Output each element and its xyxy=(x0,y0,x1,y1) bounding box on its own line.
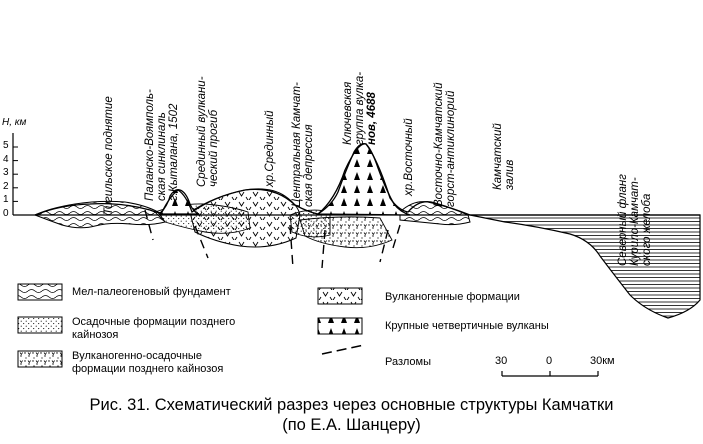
label-sredinny-trough: Срединный вулкани- ческий прогиб xyxy=(196,76,220,187)
figure-caption-line1: Рис. 31. Схематический разрез через осно… xyxy=(89,396,614,414)
axis-tick-label: 0 xyxy=(3,208,9,219)
legend-basement-label: Мел-палеогеновый фундамент xyxy=(72,286,231,298)
volcano-sedimentary-formation xyxy=(299,216,393,249)
vertical-axis xyxy=(12,133,18,216)
klyuchevskaya-volcano-group xyxy=(315,143,411,216)
legend-volcanogenic-label: Вулканогенные формации xyxy=(385,291,520,303)
legend-faults-label: Разломы xyxy=(385,356,432,368)
scale-left-label: 30 xyxy=(495,355,508,367)
label-kamchatka-bay: Камчатский залив xyxy=(492,123,516,190)
legend-sedimentary-label: Осадочные формации позднего кайнозоя xyxy=(72,316,236,341)
basement-formation xyxy=(33,200,166,229)
label-klyuchevskaya-group: Ключевская группа вулка- нов, 4688 xyxy=(342,71,378,145)
label-palana-syncline: Паланско-Воямполь- ская синклиналь г.Кыт… xyxy=(144,89,180,201)
trench-sea-body xyxy=(469,214,701,319)
scale-right-label: 30км xyxy=(590,355,615,367)
legend-volcano-sedimentary-label: Вулканогенно-осадочные формации позднего… xyxy=(72,350,224,375)
axis-tick-label: 5 xyxy=(3,140,9,151)
label-tigil-uplift: Тигильское поднятие xyxy=(103,96,115,215)
label-central-depression: Центральная Камчат- ская депрессия xyxy=(291,82,315,207)
axis-tick-label: 2 xyxy=(3,180,9,192)
axis-tick-label: 3 xyxy=(3,167,9,179)
label-vostochny-ridge: хр.Восточный xyxy=(403,118,415,196)
axis-unit-label: H, км xyxy=(2,117,27,128)
axis-tick-label: 4 xyxy=(3,153,9,165)
label-east-kamchatka-horst: Восточно-Камчатский горст-антиклинорий xyxy=(433,82,457,207)
legend-volcanoes-label: Крупные четвертичные вулканы xyxy=(385,320,549,332)
scale-bar xyxy=(501,371,599,377)
label-sredinny-ridge: хр.Срединный xyxy=(264,110,276,187)
scale-mid-label: 0 xyxy=(546,355,553,367)
legend-swatches xyxy=(17,283,365,368)
label-trench-north-flank: Северный фланг Курило-Камчат- ского жело… xyxy=(617,174,653,266)
relief-profile xyxy=(34,143,471,216)
volcanogenic-formation xyxy=(189,188,301,248)
axis-tick-label: 1 xyxy=(3,194,9,206)
figure-caption-line2: (по Е.А. Шанцеру) xyxy=(282,416,421,434)
faults xyxy=(144,209,401,269)
